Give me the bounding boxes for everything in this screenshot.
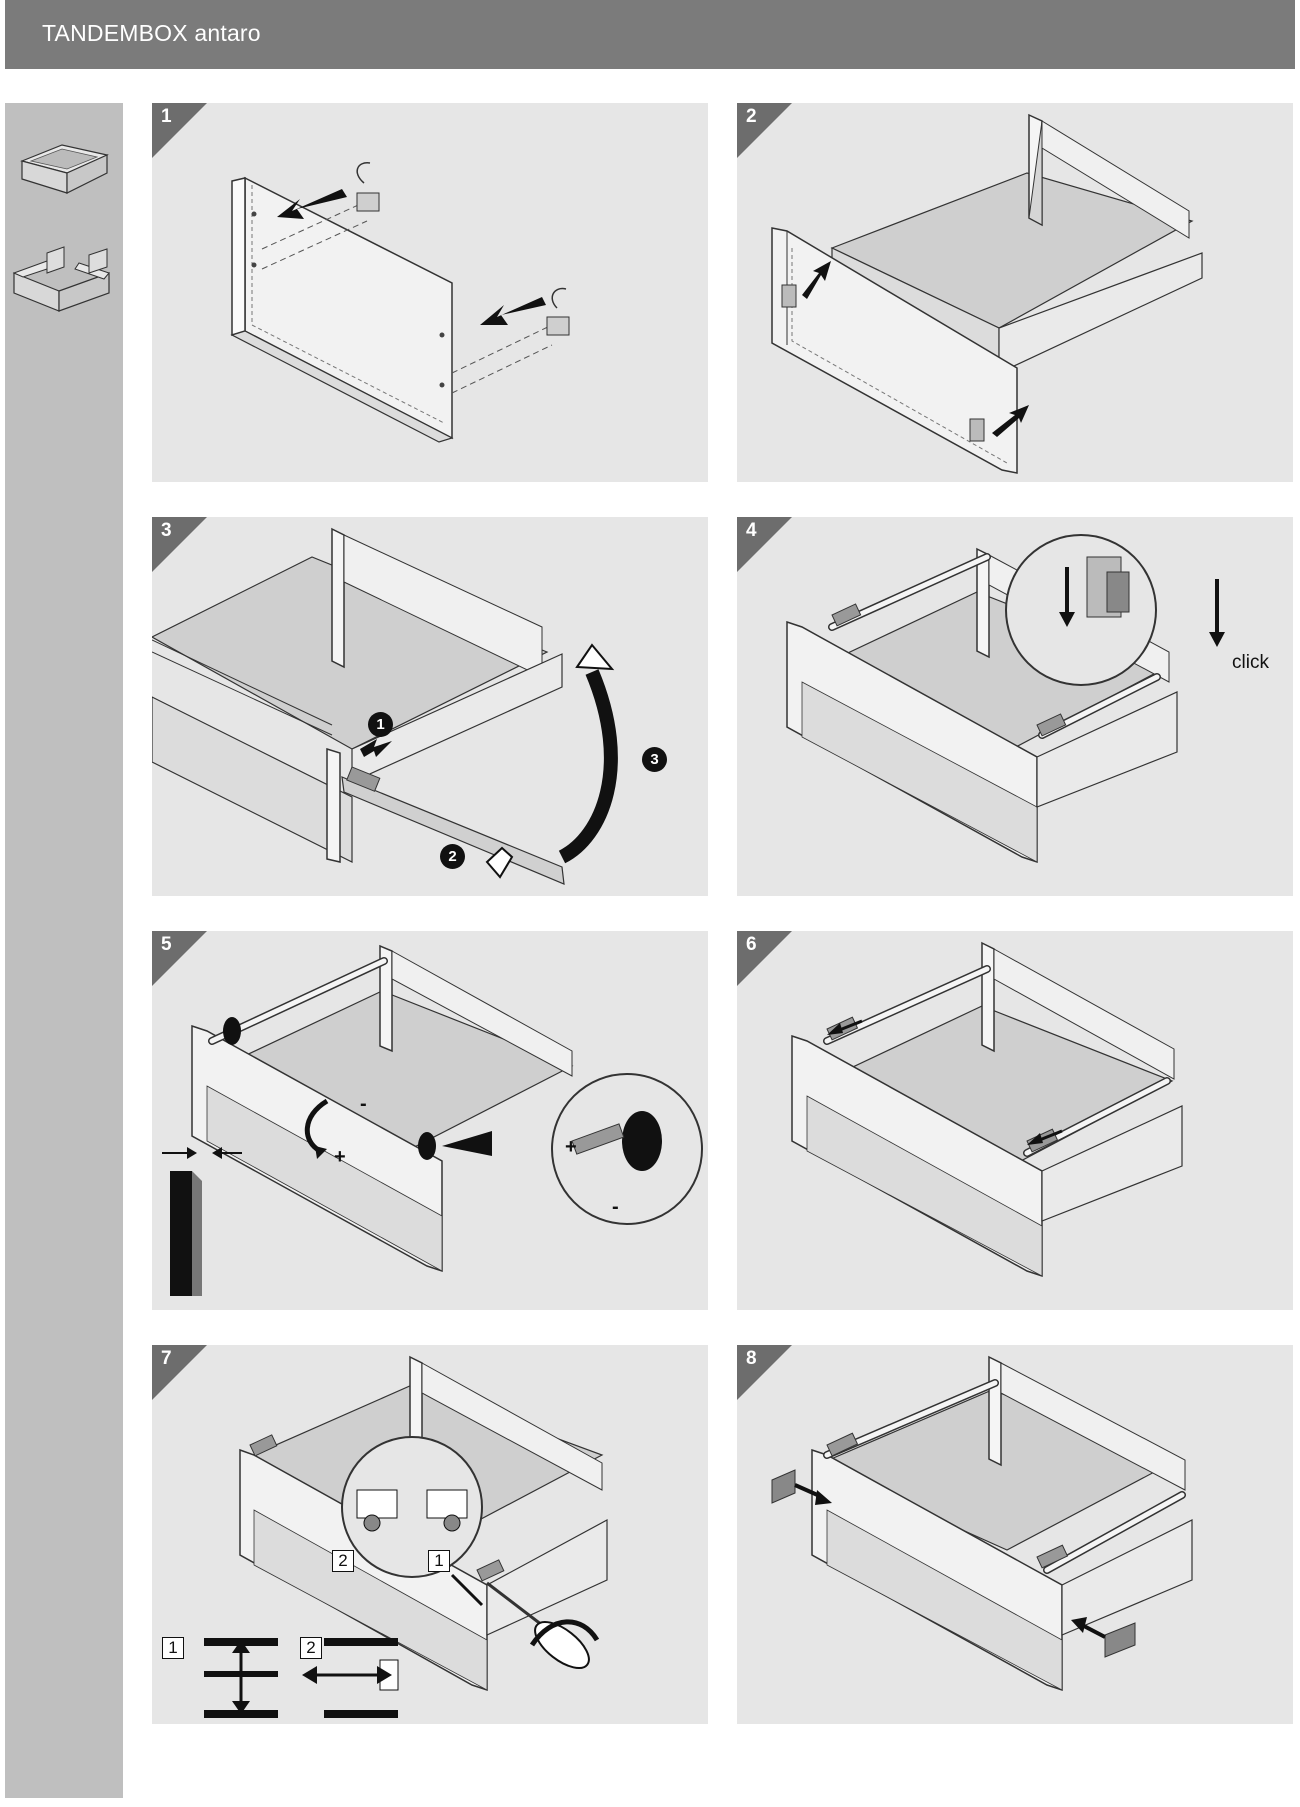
legend-label-1: 1: [162, 1637, 184, 1659]
step-tab: [737, 931, 792, 986]
drawer-box-icon: [20, 144, 109, 194]
step-number: 6: [746, 934, 757, 955]
legend-label-2: 2: [300, 1637, 322, 1659]
step-3-panel: 3 1 2 3: [152, 517, 708, 896]
step-tab: [152, 103, 207, 158]
rail-insertion-illustration: [152, 527, 618, 885]
drawer-assembly-illustration: [771, 113, 1203, 474]
step-tab: [737, 517, 792, 572]
click-label: click: [1232, 652, 1269, 673]
plus-sign: +: [334, 1146, 346, 1168]
step-number: 5: [161, 934, 172, 955]
step-number: 8: [746, 1348, 757, 1369]
minus-sign-detail: -: [612, 1196, 619, 1218]
callout-2: 2: [440, 844, 465, 869]
callout-3: 3: [642, 747, 667, 772]
step-2-panel: 2: [737, 103, 1293, 482]
detail-label-1: 1: [428, 1550, 450, 1572]
step-number: 4: [746, 520, 757, 541]
step-1-panel: 1: [152, 103, 708, 482]
drawer-frame-icon: [12, 246, 110, 312]
minus-sign: -: [360, 1093, 367, 1115]
sidebar: [5, 103, 123, 1798]
step-tab: [737, 103, 792, 158]
step-number: 1: [161, 106, 172, 127]
cover-cap-illustration: [771, 1355, 1193, 1692]
step-4-panel: 4 click: [737, 517, 1293, 896]
step-6-panel: 6: [737, 931, 1293, 1310]
rail-click-illustration: [786, 534, 1225, 864]
step-8-panel: 8: [737, 1345, 1293, 1724]
tilt-adjust-illustration: [204, 1355, 608, 1718]
rail-removal-illustration: [791, 941, 1183, 1278]
detail-label-2: 2: [332, 1550, 354, 1572]
step-5-panel: 5 - + + -: [152, 931, 708, 1310]
step-tab: [152, 517, 207, 572]
step-tab: [152, 1345, 207, 1400]
plus-sign-detail: +: [565, 1136, 577, 1158]
step-number: 3: [161, 520, 172, 541]
front-panel-illustration: [230, 162, 570, 443]
step-number: 2: [746, 106, 757, 127]
document-title: TANDEMBOX antaro: [42, 20, 261, 46]
step-7-panel: 7 2 1 1 2: [152, 1345, 708, 1724]
step-number: 7: [161, 1348, 172, 1369]
callout-1: 1: [368, 712, 393, 737]
step-tab: [152, 931, 207, 986]
height-adjust-illustration: [162, 944, 703, 1296]
header-bar: TANDEMBOX antaro: [5, 0, 1295, 69]
step-tab: [737, 1345, 792, 1400]
